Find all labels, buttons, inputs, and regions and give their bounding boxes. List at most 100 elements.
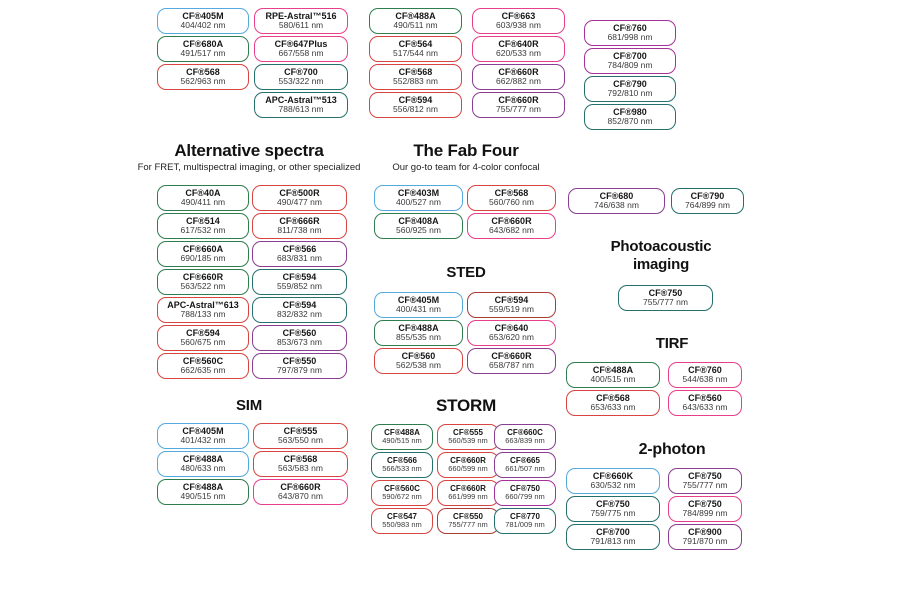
dye-name: CF®568 xyxy=(494,187,529,198)
dye-name: CF®564 xyxy=(398,38,433,49)
dye-wavelengths: 562/538 nm xyxy=(396,360,441,371)
dye-wavelengths: 590/672 nm xyxy=(382,492,422,502)
dye-wavelengths: 553/322 nm xyxy=(278,76,324,87)
section-title: TIRF xyxy=(655,335,689,352)
dye-name: CF®405M xyxy=(182,425,224,436)
dye-name: CF®660R xyxy=(491,215,532,226)
dye-name: CF®547 xyxy=(387,512,417,522)
dye-wavelengths: 643/633 nm xyxy=(682,402,728,413)
dye-wavelengths: 755/777 nm xyxy=(496,104,541,115)
dye-name: CF®750 xyxy=(648,287,683,298)
dye-name: CF®660R xyxy=(280,481,321,492)
dye-wavelengths: 663/839 nm xyxy=(505,436,545,446)
dye-name: CF®680 xyxy=(599,190,634,201)
dye-wavelengths: 690/185 nm xyxy=(180,253,226,264)
dye-wavelengths: 681/998 nm xyxy=(607,32,653,43)
dye-wavelengths: 552/883 nm xyxy=(393,76,438,87)
dye-wavelengths: 566/533 nm xyxy=(382,464,422,474)
dye-wavelengths: 404/402 nm xyxy=(180,20,226,31)
dye-name: CF®568 xyxy=(398,66,433,77)
dye-wavelengths: 784/809 nm xyxy=(607,60,653,71)
dye-name: CF®750 xyxy=(688,498,722,509)
dye-name: CF®560C xyxy=(182,355,224,366)
dye-name: CF®566 xyxy=(387,456,417,466)
dye-wavelengths: 811/738 nm xyxy=(277,225,322,236)
dye-wavelengths: 788/133 nm xyxy=(180,309,226,320)
dye-wavelengths: 797/879 nm xyxy=(277,365,322,376)
dye-wavelengths: 855/535 nm xyxy=(396,332,441,343)
dye-wavelengths: 784/899 nm xyxy=(682,508,728,519)
dye-wavelengths: 563/522 nm xyxy=(180,281,226,292)
dye-wavelengths: 630/532 nm xyxy=(590,480,636,491)
dye-name: CF®550 xyxy=(282,355,317,366)
section-title: The Fab Four xyxy=(413,141,519,160)
dye-wavelengths: 662/635 nm xyxy=(180,365,226,376)
dye-name: CF®560 xyxy=(688,392,722,403)
dye-wavelengths: 746/638 nm xyxy=(594,200,639,211)
dye-wavelengths: 491/517 nm xyxy=(180,48,226,59)
section-subtitle: Our go-to team for 4-color confocal xyxy=(392,162,540,173)
dye-name: CF®566 xyxy=(282,243,317,254)
dye-name: CF®790 xyxy=(690,190,725,201)
dye-name: CF®500R xyxy=(279,187,320,198)
dye-wavelengths: 653/620 nm xyxy=(489,332,534,343)
dye-name: CF®488A xyxy=(395,10,436,21)
dye-wavelengths: 490/477 nm xyxy=(277,197,322,208)
dye-name: CF®594 xyxy=(494,294,529,305)
dye-wavelengths: 792/810 nm xyxy=(607,88,653,99)
dye-wavelengths: 490/511 nm xyxy=(393,20,438,31)
dye-name: CF®640 xyxy=(494,322,529,333)
dye-name: CF®666R xyxy=(279,215,320,226)
dye-wavelengths: 580/611 nm xyxy=(278,20,324,31)
dye-wavelengths: 658/787 nm xyxy=(489,360,534,371)
dye-wavelengths: 401/432 nm xyxy=(180,435,226,446)
dye-name: APC-Astral™513 xyxy=(265,94,337,105)
dye-name: CF®660R xyxy=(498,66,539,77)
dye-wavelengths: 620/533 nm xyxy=(496,48,541,59)
section-title: SIM xyxy=(235,397,263,414)
dye-name: CF®660R xyxy=(491,350,532,361)
dye-wavelengths: 603/938 nm xyxy=(496,20,541,31)
dye-wavelengths: 788/613 nm xyxy=(278,104,324,115)
section-title: STED xyxy=(446,264,486,281)
dye-name: CF®665 xyxy=(510,456,540,466)
dye-name: CF®568 xyxy=(596,392,630,403)
section-heading-photoacoustic: Photoacoustic imaging xyxy=(603,238,719,274)
